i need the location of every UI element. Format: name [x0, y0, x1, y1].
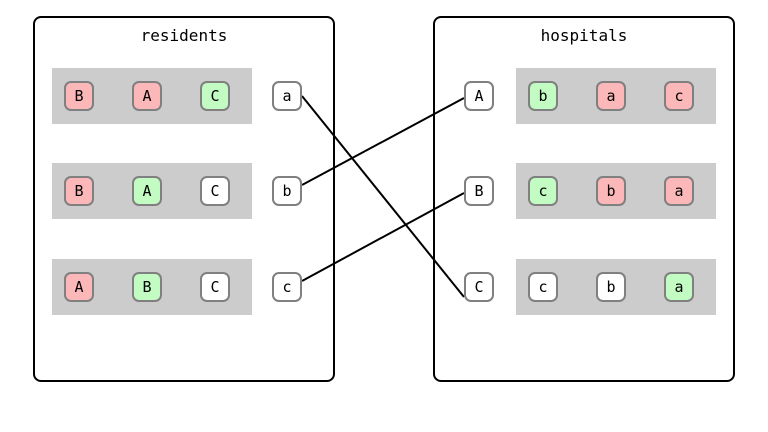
hospitals-pref-B-a: a	[664, 176, 694, 206]
residents-agent-a: a	[272, 81, 302, 111]
hospitals-agent-A: A	[464, 81, 494, 111]
residents-pref-a-B: B	[64, 81, 94, 111]
hospitals-pref-A-b: b	[528, 81, 558, 111]
hospitals-pref-A-a: a	[596, 81, 626, 111]
residents-pref-b-C: C	[200, 176, 230, 206]
hospitals-pref-B-c: c	[528, 176, 558, 206]
residents-pref-c-A: A	[64, 272, 94, 302]
hospitals-pref-C-a: a	[664, 272, 694, 302]
residents-pref-c-C: C	[200, 272, 230, 302]
residents-pref-c-B: B	[132, 272, 162, 302]
hospitals-panel: hospitals	[433, 16, 735, 382]
hospitals-agent-C: C	[464, 272, 494, 302]
residents-panel: residents	[33, 16, 335, 382]
residents-title: residents	[140, 26, 228, 45]
hospitals-title: hospitals	[540, 26, 628, 45]
match-line-c-B	[301, 192, 465, 282]
match-line-a-C	[301, 95, 465, 298]
residents-pref-a-C: C	[200, 81, 230, 111]
hospitals-pref-C-c: c	[528, 272, 558, 302]
hospitals-agent-B: B	[464, 176, 494, 206]
residents-agent-b: b	[272, 176, 302, 206]
hospitals-pref-A-c: c	[664, 81, 694, 111]
residents-pref-a-A: A	[132, 81, 162, 111]
hospitals-pref-B-b: b	[596, 176, 626, 206]
residents-agent-c: c	[272, 272, 302, 302]
hospitals-pref-C-b: b	[596, 272, 626, 302]
residents-pref-b-B: B	[64, 176, 94, 206]
residents-pref-b-A: A	[132, 176, 162, 206]
match-line-b-A	[301, 97, 465, 186]
